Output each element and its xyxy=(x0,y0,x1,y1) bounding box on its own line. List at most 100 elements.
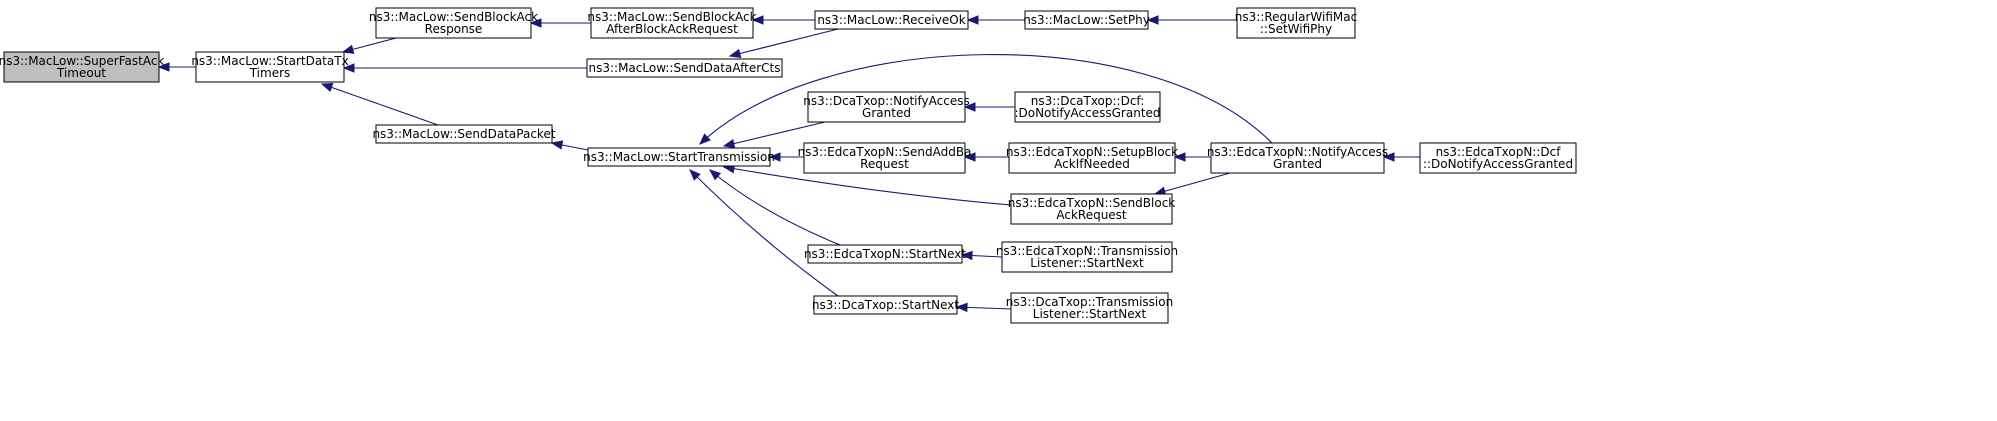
node-label-line: AfterBlockAckRequest xyxy=(606,22,738,36)
node-label-line: ns3::DcaTxop::StartNext xyxy=(812,298,959,312)
node-label-line: :DoNotifyAccessGranted xyxy=(1014,106,1160,120)
node-label-line: ns3::MacLow::StartTransmission xyxy=(583,150,775,164)
node-box xyxy=(1014,91,1161,123)
node-label-line: Granted xyxy=(1273,157,1322,171)
node-regularwifi[interactable]: ns3::RegularWifiMac::SetWifiPhy xyxy=(1235,7,1357,39)
node-dcanotify[interactable]: ns3::DcaTxop::NotifyAccessGranted xyxy=(803,91,970,123)
arrowhead xyxy=(529,18,542,28)
node-box xyxy=(195,51,345,83)
arrowhead xyxy=(1382,152,1395,162)
node-setphy[interactable]: ns3::MacLow::SetPhy xyxy=(1023,10,1150,30)
node-label-line: ns3::EdcaTxopN::Transmission xyxy=(996,244,1178,258)
node-label-line: ns3::DcaTxop::Transmission xyxy=(1006,295,1173,309)
node-box xyxy=(3,51,160,83)
node-box xyxy=(807,244,963,264)
arrowhead xyxy=(550,140,564,150)
node-label-line: Granted xyxy=(862,106,911,120)
node-receiveok[interactable]: ns3::MacLow::ReceiveOk xyxy=(814,10,969,30)
arrowhead xyxy=(955,302,968,313)
node-box xyxy=(587,147,771,167)
arrowhead xyxy=(722,138,736,149)
node-box xyxy=(1210,142,1385,174)
arrowhead xyxy=(728,48,742,59)
node-label-line: ns3::EdcaTxopN::SendAddBa xyxy=(798,145,972,159)
node-box xyxy=(586,58,783,78)
node-edcanotify[interactable]: ns3::EdcaTxopN::NotifyAccessGranted xyxy=(1207,142,1388,174)
node-label-line: ::DoNotifyAccessGranted xyxy=(1423,157,1573,171)
arrowhead xyxy=(966,15,979,25)
arrowhead xyxy=(1173,152,1186,162)
node-box xyxy=(590,7,754,39)
edge-layer xyxy=(157,15,1420,313)
node-label-line: ns3::MacLow::SendBlockAck xyxy=(369,10,538,24)
edge-dcastartnext-to-starttransmission xyxy=(689,169,839,297)
edge-receiveok-to-senddataaftercts xyxy=(728,28,839,59)
node-box xyxy=(1419,142,1577,174)
node-box xyxy=(1001,241,1173,273)
node-label-line: ns3::MacLow::SendDataPacket xyxy=(372,127,555,141)
edge-setphy-to-receiveok xyxy=(966,15,1025,25)
edge-receiveok-to-sendblockackafter xyxy=(751,15,815,25)
node-box xyxy=(813,295,958,315)
edge-edcanotify-to-starttransmission xyxy=(699,54,1273,145)
node-edcatranslistener[interactable]: ns3::EdcaTxopN::TransmissionListener::St… xyxy=(996,241,1178,273)
node-label-line: ns3::EdcaTxopN::StartNext xyxy=(804,247,966,261)
node-label-line: ns3::EdcaTxopN::NotifyAccess xyxy=(1207,145,1388,159)
edge-edcatranslistener-to-edcastartnext xyxy=(960,250,1003,261)
edge-edcasetupblock-to-edcasendaddba xyxy=(963,152,1009,162)
node-box xyxy=(807,91,966,123)
node-sendblockackafter[interactable]: ns3::MacLow::SendBlockAckAfterBlockAckRe… xyxy=(587,7,757,39)
node-edcadcf[interactable]: ns3::EdcaTxopN::Dcf::DoNotifyAccessGrant… xyxy=(1419,142,1577,174)
node-dcadcf[interactable]: ns3::DcaTxop::Dcf::DoNotifyAccessGranted xyxy=(1014,91,1161,123)
edge-dcadcf-to-dcanotify xyxy=(963,102,1015,112)
arrowhead xyxy=(341,44,355,54)
node-starttransmission[interactable]: ns3::MacLow::StartTransmission xyxy=(583,147,775,167)
node-senddatapacket[interactable]: ns3::MacLow::SendDataPacket xyxy=(372,124,556,144)
node-label-line: Timers xyxy=(249,66,291,80)
node-box xyxy=(1008,142,1176,174)
node-label-line: ns3::DcaTxop::NotifyAccess xyxy=(803,94,969,108)
edge-edcanotify-to-edcasendblockack xyxy=(1153,172,1231,196)
edge-senddatapacket-to-startdatatx xyxy=(320,83,439,126)
edge-edcasendaddba-to-starttransmission xyxy=(768,152,804,162)
node-label-line: ns3::DcaTxop::Dcf: xyxy=(1031,94,1145,108)
edge-edcanotify-to-edcasetupblock xyxy=(1173,152,1211,162)
node-label-line: Listener::StartNext xyxy=(1033,307,1147,321)
arrowhead xyxy=(708,169,722,181)
node-label-line: ns3::MacLow::SuperFastAck xyxy=(0,54,164,68)
edge-startdatatx-to-superfastack xyxy=(157,62,196,72)
arrowhead xyxy=(751,15,764,25)
edge-sendblockackresp-to-startdatatx xyxy=(341,37,397,54)
node-edcastartnext[interactable]: ns3::EdcaTxopN::StartNext xyxy=(804,244,966,264)
node-dcatranslistener[interactable]: ns3::DcaTxop::TransmissionListener::Star… xyxy=(1006,292,1173,324)
node-senddataaftercts[interactable]: ns3::MacLow::SendDataAfterCts xyxy=(586,58,783,78)
arrowhead xyxy=(963,152,976,162)
edge-starttransmission-to-senddatapacket xyxy=(550,140,589,151)
node-label-line: ns3::EdcaTxopN::SetupBlock xyxy=(1006,145,1178,159)
node-box xyxy=(375,124,553,144)
node-label-line: ns3::MacLow::StartDataTx xyxy=(191,54,348,68)
edge-sendblockackafter-to-sendblockackresp xyxy=(529,18,591,28)
node-label-line: ns3::MacLow::SetPhy xyxy=(1023,13,1150,27)
arrowhead xyxy=(342,63,355,73)
node-box xyxy=(1010,292,1169,324)
edge-dcanotify-to-starttransmission xyxy=(722,121,826,149)
node-label-line: ns3::RegularWifiMac xyxy=(1235,10,1357,24)
node-label-line: ns3::MacLow::ReceiveOk xyxy=(817,13,965,27)
node-label-line: Response xyxy=(425,22,483,36)
node-dcastartnext[interactable]: ns3::DcaTxop::StartNext xyxy=(812,295,959,315)
edge-regularwifi-to-setphy xyxy=(1146,15,1237,25)
arrowhead xyxy=(1146,15,1159,25)
node-box xyxy=(375,7,532,39)
edge-dcatranslistener-to-dcastartnext xyxy=(955,302,1012,313)
node-box xyxy=(1024,10,1149,30)
node-box xyxy=(814,10,969,30)
node-box xyxy=(803,142,966,174)
